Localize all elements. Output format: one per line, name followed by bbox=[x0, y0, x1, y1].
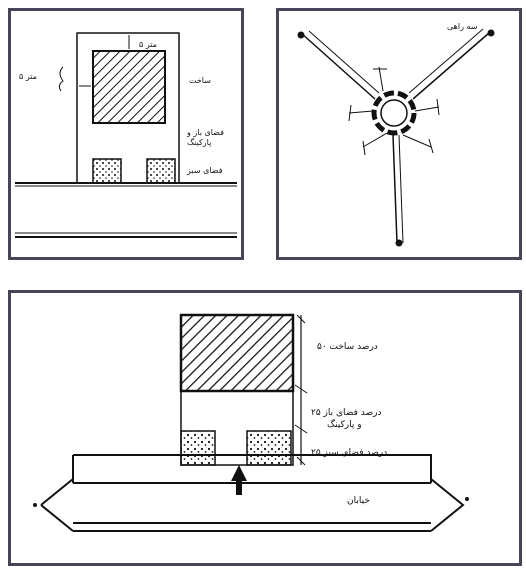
open-space-block bbox=[180, 390, 294, 466]
roundabout-island bbox=[380, 99, 408, 127]
node-northeast bbox=[487, 29, 495, 37]
open-space-label: فضای باز و bbox=[186, 128, 224, 137]
green-block-right bbox=[246, 430, 292, 466]
open-space-percent-label-line2: و پارکینگ bbox=[327, 418, 362, 430]
street-endpoint-left bbox=[33, 503, 37, 507]
roundabout bbox=[371, 90, 417, 136]
building-footprint bbox=[92, 50, 166, 124]
spoke-west bbox=[348, 110, 374, 114]
dimension-ticks bbox=[294, 314, 308, 466]
spoke-west-cap bbox=[348, 104, 352, 122]
street-arrowheads bbox=[40, 478, 465, 532]
entrance-arrow-stem bbox=[236, 481, 242, 495]
building-block bbox=[179, 313, 295, 393]
spoke-east bbox=[414, 106, 440, 112]
road-northeast bbox=[412, 32, 490, 100]
street-band-lower bbox=[73, 522, 431, 532]
street-band-upper bbox=[72, 454, 432, 484]
proportions-drawing: ۵۰ درصد ساخت ۲۵ درصد فضای باز و پارکینگ … bbox=[33, 313, 469, 532]
road-south bbox=[392, 134, 398, 244]
spoke-east-cap bbox=[436, 98, 440, 116]
road-south-edge bbox=[398, 134, 404, 244]
road-northeast-edge bbox=[408, 28, 484, 94]
building-label: ساخت bbox=[189, 76, 211, 85]
entrance-arrow bbox=[231, 465, 247, 481]
spoke-southwest bbox=[362, 132, 388, 148]
spoke-southwest-cap bbox=[362, 140, 366, 156]
road-northwest-edge bbox=[308, 30, 380, 94]
spoke-north bbox=[378, 66, 384, 92]
setback-top-label: ۵ متر bbox=[139, 40, 157, 49]
setback-side-mark bbox=[58, 66, 64, 92]
green-plot-left bbox=[92, 158, 122, 184]
site-plan-drawing: ۵ متر ۵ متر ساخت فضای باز و پارکینگ فضای… bbox=[15, 32, 237, 238]
street-endpoint-right bbox=[465, 497, 469, 501]
node-northwest bbox=[297, 31, 305, 39]
green-plot-right bbox=[146, 158, 176, 184]
green-space-percent-label: ۲۵ درصد فضای سبز bbox=[311, 448, 387, 458]
site-plan-panel: ۵ متر ۵ متر ساخت فضای باز و پارکینگ فضای… bbox=[8, 8, 244, 260]
green-space-label: فضای سبز bbox=[186, 166, 223, 175]
road-northwest bbox=[300, 32, 376, 100]
open-space-percent-label: ۲۵ درصد فضای باز bbox=[311, 408, 381, 418]
setback-side-label: ۵ متر bbox=[19, 72, 37, 81]
proportions-panel: ۵۰ درصد ساخت ۲۵ درصد فضای باز و پارکینگ … bbox=[8, 290, 522, 566]
spoke-southeast bbox=[402, 134, 432, 148]
junction-drawing: سه راهی bbox=[297, 22, 495, 247]
junction-panel: سه راهی bbox=[276, 8, 522, 260]
building-percent-label: ۵۰ درصد ساخت bbox=[317, 342, 378, 352]
junction-label: سه راهی bbox=[447, 22, 478, 31]
street-label: خیابان bbox=[347, 496, 370, 506]
node-south bbox=[395, 239, 403, 247]
green-block-left bbox=[180, 430, 216, 466]
spoke-southeast-cap bbox=[428, 138, 434, 154]
open-space-label-line2: پارکینگ bbox=[187, 137, 211, 147]
